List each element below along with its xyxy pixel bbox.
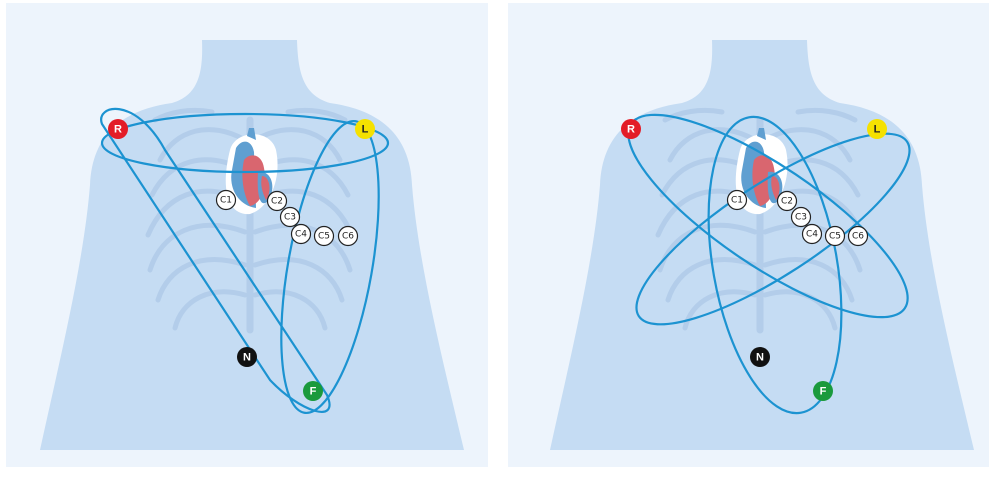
chest-electrode-c5: C5 [826,227,845,246]
electrode-f: F [813,381,833,401]
chest-electrode-label: C4 [806,230,818,240]
chest-electrode-c2: C2 [268,192,287,211]
electrode-l: L [867,119,887,139]
chest-electrode-c6: C6 [339,227,358,246]
chest-electrode-label: C6 [342,232,354,242]
chest-electrode-label: C4 [295,230,307,240]
electrode-r: R [621,119,641,139]
chest-electrode-c2: C2 [778,192,797,211]
electrode-label: N [243,352,251,364]
panel-cabrera [508,3,989,467]
electrode-r: R [108,119,128,139]
electrode-label: R [627,124,635,136]
electrode-label: L [874,124,881,136]
chest-electrode-label: C1 [731,196,743,206]
chest-electrode-label: C2 [781,197,793,207]
chest-electrode-label: C6 [852,232,864,242]
electrode-label: N [756,352,764,364]
electrode-label: F [820,386,827,398]
electrode-f: F [303,381,323,401]
panel-einthoven [6,3,488,467]
chest-electrode-label: C5 [318,232,330,242]
chest-electrode-label: C3 [284,213,296,223]
electrode-label: F [310,386,317,398]
chest-electrode-c5: C5 [315,227,334,246]
chest-electrode-c1: C1 [217,191,236,210]
chest-electrode-c6: C6 [849,227,868,246]
chest-electrode-c3: C3 [281,208,300,227]
electrode-l: L [355,119,375,139]
electrode-label: L [362,124,369,136]
chest-electrode-label: C1 [220,196,232,206]
chest-electrode-label: C2 [271,197,283,207]
chest-electrode-c4: C4 [803,225,822,244]
chest-electrode-label: C3 [795,213,807,223]
chest-electrode-c1: C1 [728,191,747,210]
electrode-n: N [237,347,257,367]
electrode-n: N [750,347,770,367]
chest-electrode-label: C5 [829,232,841,242]
chest-electrode-c3: C3 [792,208,811,227]
chest-electrode-c4: C4 [292,225,311,244]
electrode-label: R [114,124,122,136]
